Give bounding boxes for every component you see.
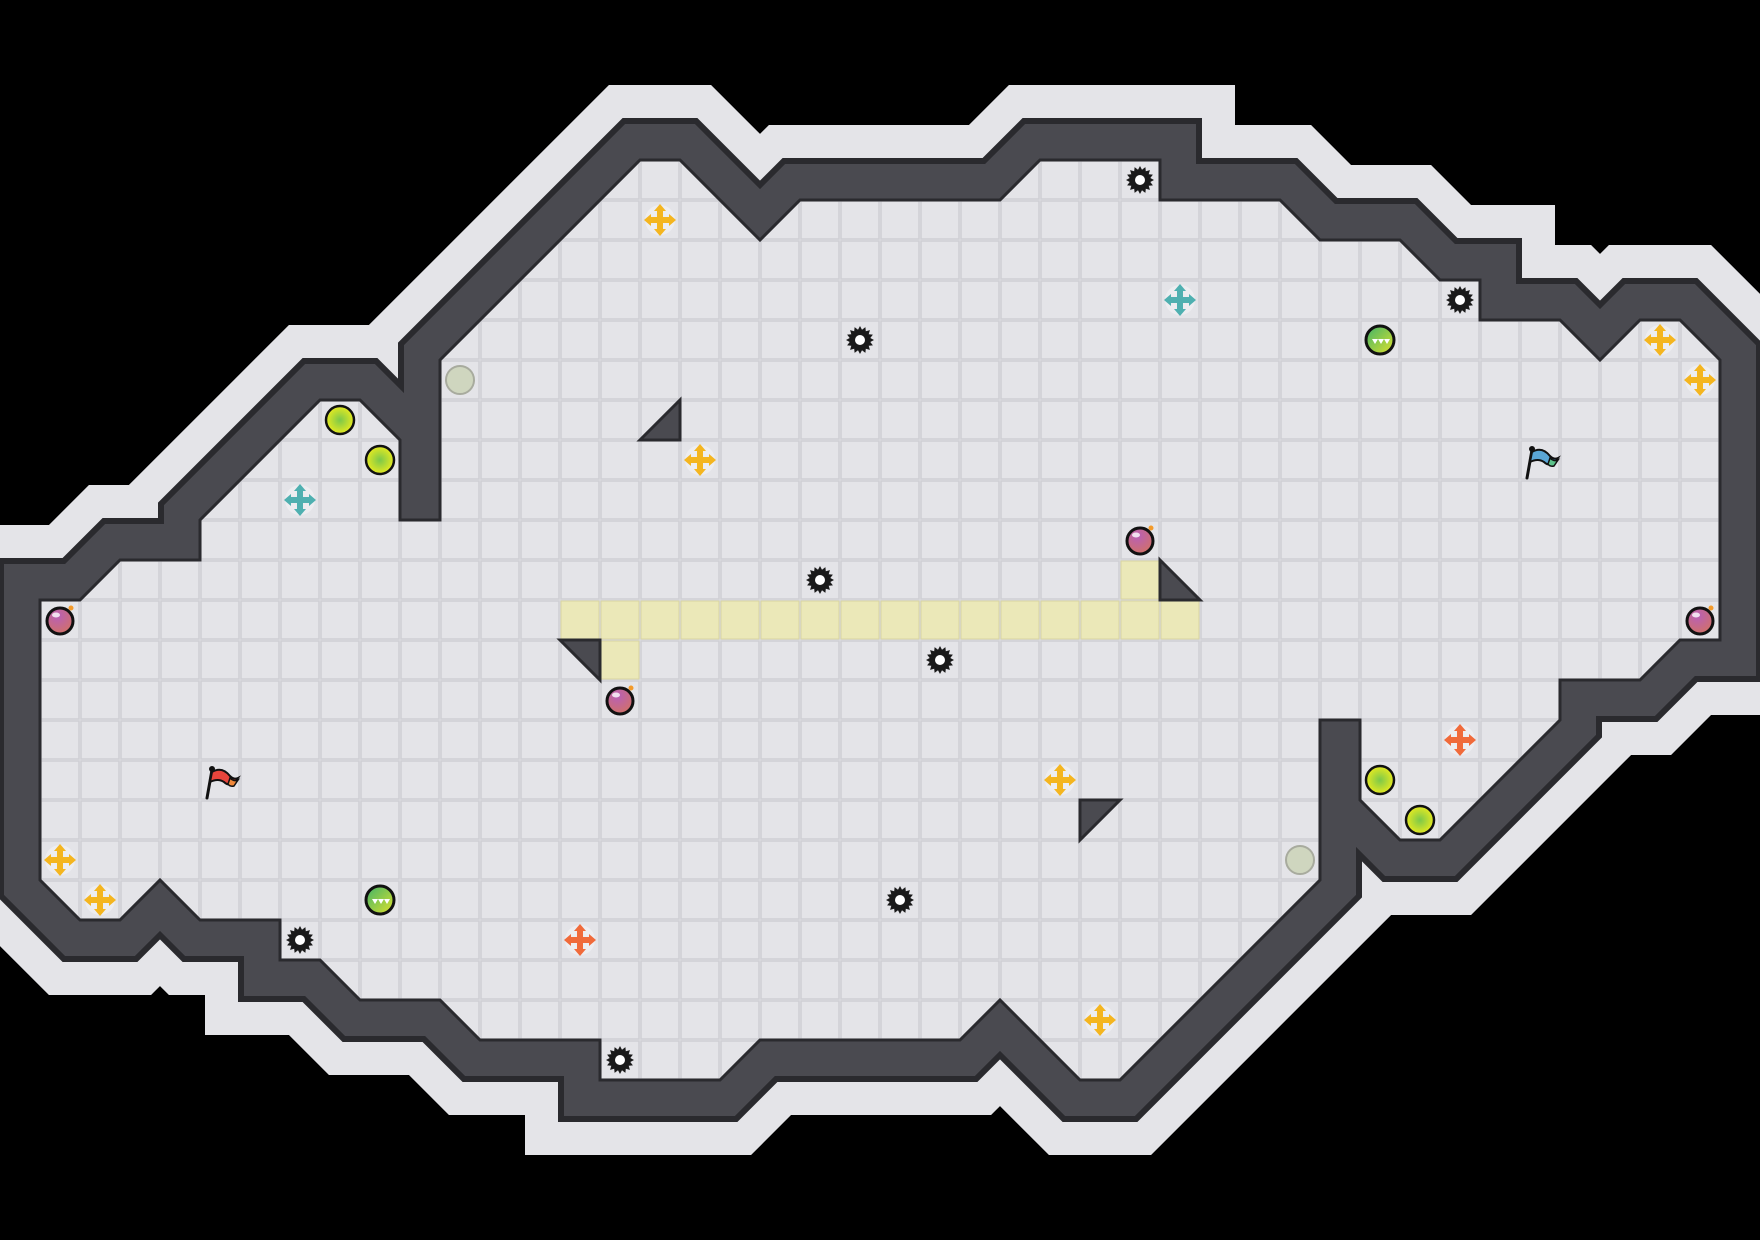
coin-icon [324, 404, 356, 436]
arrow-yellow-icon [1684, 364, 1716, 396]
arrow-yellow-icon [84, 884, 116, 916]
highlight-tile [880, 600, 920, 640]
bomb-icon [45, 605, 75, 636]
highlight-tile [1040, 600, 1080, 640]
arrow-teal-icon [284, 484, 316, 516]
goal-flag-icon [1525, 446, 1561, 480]
highlight-tile [560, 600, 600, 640]
highlight-tile [1120, 560, 1160, 600]
coin-icon [364, 444, 396, 476]
highlight-tile [1000, 600, 1040, 640]
coin-icon [1404, 804, 1436, 836]
arrow-yellow-icon [1644, 324, 1676, 356]
inactive-coin-icon [445, 365, 475, 395]
highlight-tiles [560, 560, 1200, 680]
arrow-orange-icon [564, 924, 596, 956]
arrow-yellow-icon [1044, 764, 1076, 796]
arrow-yellow-icon [44, 844, 76, 876]
spike-mine-icon [1126, 166, 1154, 194]
arrow-yellow-icon [684, 444, 716, 476]
bomb-icon [605, 685, 635, 716]
start-flag-icon [205, 766, 241, 800]
highlight-tile [600, 640, 640, 680]
spike-mine-icon [286, 926, 314, 954]
spike-mine-icon [606, 1046, 634, 1074]
arrow-teal-icon [1164, 284, 1196, 316]
highlight-tile [840, 600, 880, 640]
highlight-tile [760, 600, 800, 640]
highlight-tile [1080, 600, 1120, 640]
bomb-icon [1685, 605, 1715, 636]
coin-icon [1364, 764, 1396, 796]
arrow-orange-icon [1444, 724, 1476, 756]
ramp-triangle [1158, 556, 1204, 602]
spike-mine-icon [1446, 286, 1474, 314]
arrow-yellow-icon [644, 204, 676, 236]
highlight-tile [640, 600, 680, 640]
spike-mine-icon [806, 566, 834, 594]
highlight-tile [1160, 600, 1200, 640]
highlight-tile [1120, 600, 1160, 640]
highlight-tile [800, 600, 840, 640]
inactive-coin-icon [1285, 845, 1315, 875]
entities [44, 166, 1716, 1074]
highlight-tile [680, 600, 720, 640]
ramp-triangle [636, 396, 682, 442]
speed-token-icon [1364, 324, 1396, 356]
arrow-yellow-icon [1084, 1004, 1116, 1036]
highlight-tile [960, 600, 1000, 640]
ramp-triangle [556, 638, 602, 684]
spike-mine-icon [926, 646, 954, 674]
highlight-tile [920, 600, 960, 640]
highlight-tile [600, 600, 640, 640]
ramps [556, 396, 1204, 844]
speed-token-icon [364, 884, 396, 916]
ramp-triangle [1078, 798, 1124, 844]
spike-mine-icon [886, 886, 914, 914]
bomb-icon [1125, 525, 1155, 556]
highlight-tile [720, 600, 760, 640]
spike-mine-icon [846, 326, 874, 354]
